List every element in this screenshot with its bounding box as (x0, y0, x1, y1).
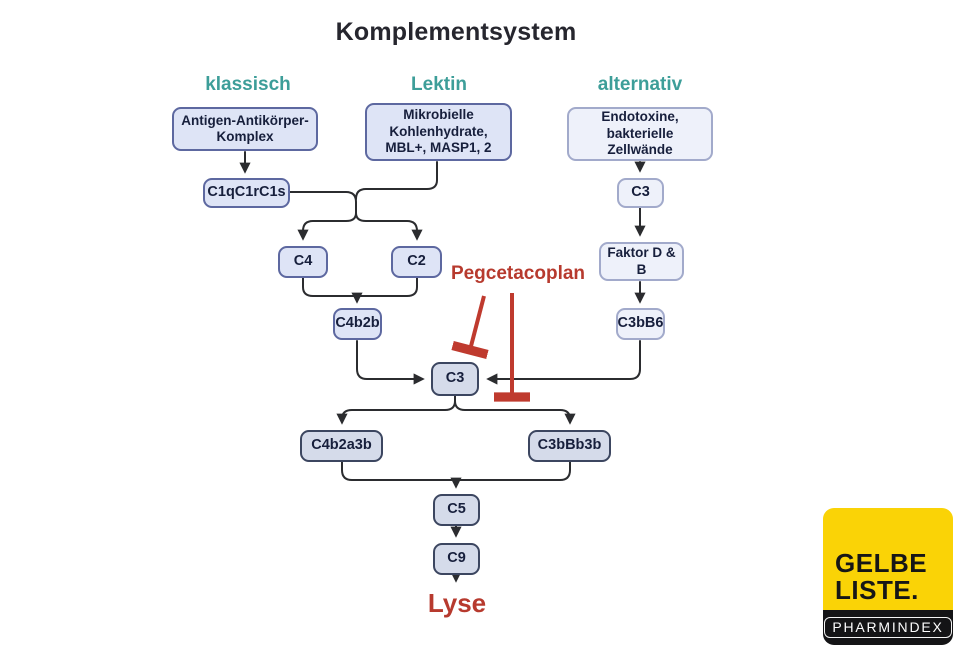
logo-word-liste: LISTE. (835, 575, 919, 605)
logo-pharmindex-label: PHARMINDEX (824, 616, 952, 639)
node-c3bbb3b: C3bBb3b (528, 430, 611, 462)
logo-black-bar: PHARMINDEX (823, 610, 953, 645)
node-c3-alternativ: C3 (617, 178, 664, 208)
pathway-label-lektin: Lektin (411, 74, 467, 95)
node-antigen-antikoerper-komplex: Antigen-Antikörper- Komplex (172, 107, 318, 151)
node-c9: C9 (433, 543, 480, 575)
node-c4b2b: C4b2b (333, 308, 382, 340)
node-c3-central: C3 (431, 362, 479, 396)
node-mikrobielle-kohlenhydrate: Mikrobielle Kohlenhydrate, MBL+, MASP1, … (365, 103, 512, 161)
gelbe-liste-logo: GELBE LISTE. PHARMINDEX (823, 508, 953, 645)
pathway-label-klassisch: klassisch (205, 74, 291, 95)
inhibition-lines (451, 293, 530, 402)
node-c1qc1rc1s: C1qC1rC1s (203, 178, 290, 208)
pathway-label-alternativ: alternativ (597, 74, 683, 95)
node-c3bb6: C3bB6 (616, 308, 665, 340)
logo-word-gelbe: GELBE (835, 548, 928, 578)
node-c4: C4 (278, 246, 328, 278)
inhibitor-label-pegcetacoplan: Pegcetacoplan (450, 263, 586, 284)
node-faktor-d-b: Faktor D & B (599, 242, 684, 281)
logo-yellow-panel: GELBE LISTE. (823, 508, 953, 610)
node-endotoxine-zellwaende: Endotoxine, bakterielle Zellwände (567, 107, 713, 161)
diagram-title: Komplementsystem (335, 18, 577, 46)
outcome-label-lyse: Lyse (427, 588, 487, 618)
node-c2: C2 (391, 246, 442, 278)
node-c4b2a3b: C4b2a3b (300, 430, 383, 462)
node-c5: C5 (433, 494, 480, 526)
